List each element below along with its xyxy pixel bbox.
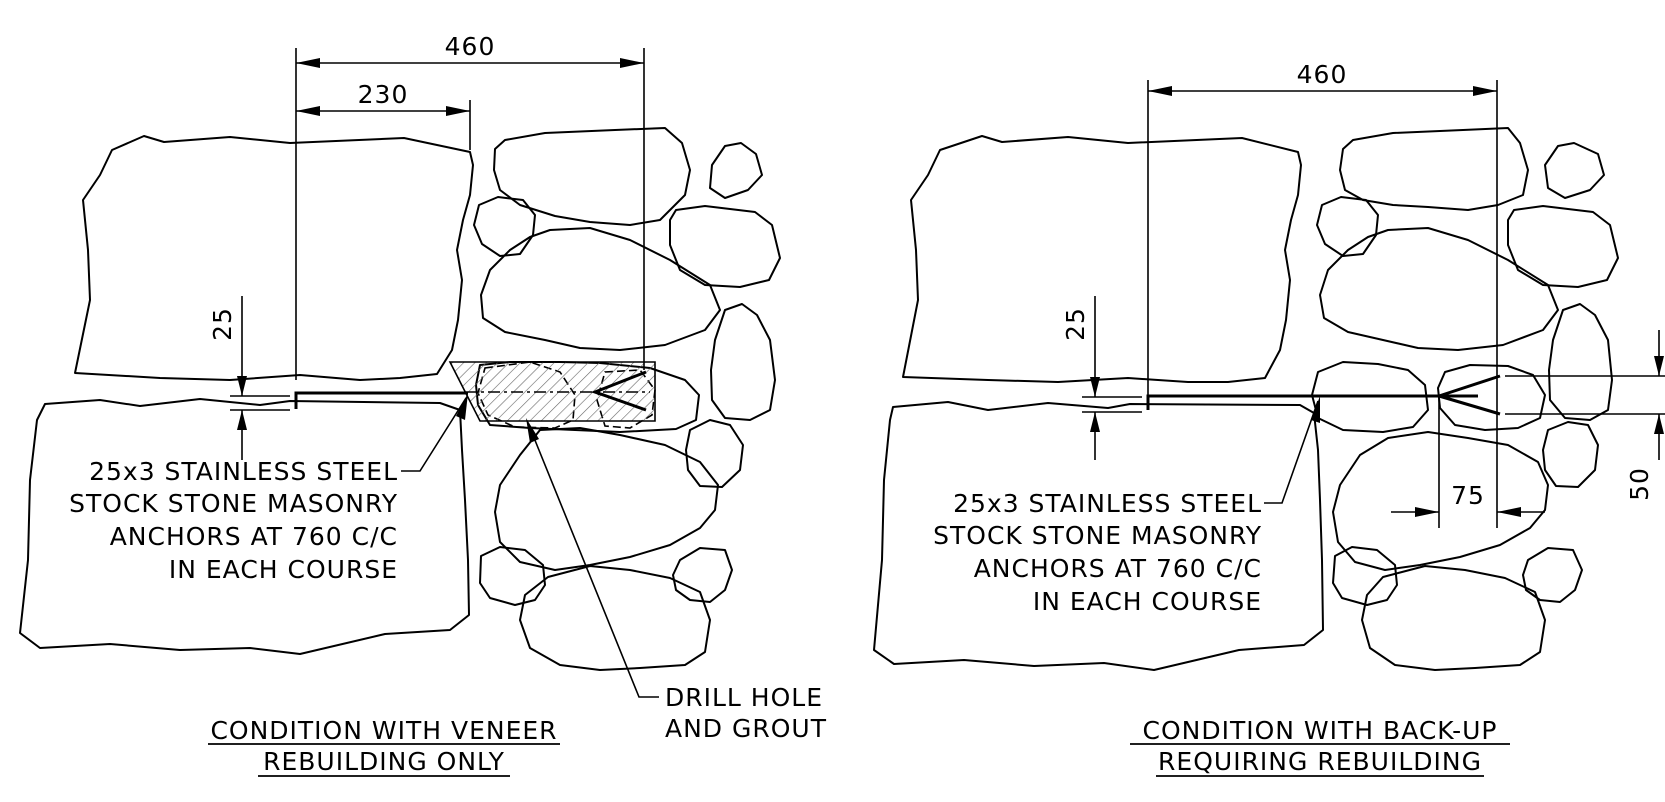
svg-text:25x3 STAINLESS STEEL: 25x3 STAINLESS STEEL	[953, 489, 1262, 518]
right-dim-25: 25	[1061, 296, 1142, 460]
left-anchor	[294, 370, 647, 412]
right-lower-large-stone	[873, 401, 1324, 671]
right-dim-50-label: 50	[1625, 467, 1654, 501]
svg-text:ANCHORS AT 760 C/C: ANCHORS AT 760 C/C	[110, 522, 398, 551]
left-back-stone	[480, 227, 721, 351]
svg-text:STOCK STONE MASONRY: STOCK STONE MASONRY	[69, 489, 398, 518]
svg-text:DRILL HOLE: DRILL HOLE	[665, 683, 823, 712]
left-dim-230-label: 230	[358, 80, 409, 109]
right-back-stone	[1339, 127, 1529, 211]
right-back-stone	[1507, 205, 1619, 288]
left-anchor-leader-arrow	[456, 393, 468, 420]
right-back-stone	[1361, 565, 1546, 671]
right-title-line-1: CONDITION WITH BACK-UP	[1143, 716, 1498, 745]
left-back-stone	[479, 546, 546, 606]
left-dim-25: 25	[208, 296, 290, 460]
right-title: CONDITION WITH BACK-UP REQUIRING REBUILD…	[1130, 716, 1510, 777]
left-stones	[19, 127, 781, 671]
right-upper-large-stone	[902, 135, 1302, 383]
left-drill-leader-arrow	[526, 418, 539, 443]
left-anchor-leader	[401, 397, 467, 472]
left-drill-leader	[527, 422, 659, 698]
right-detail: 460 25 75 50	[873, 60, 1665, 777]
right-anchor-leader	[1264, 400, 1319, 504]
right-back-stone	[1332, 431, 1549, 571]
left-back-stone	[519, 565, 711, 671]
svg-text:25x3 STAINLESS STEEL: 25x3 STAINLESS STEEL	[89, 457, 398, 486]
left-title-line-2: REBUILDING ONLY	[263, 747, 505, 776]
left-back-stone	[710, 303, 776, 421]
right-dim-460-label: 460	[1297, 60, 1348, 89]
left-back-stone	[493, 127, 691, 226]
right-anchor-leader-arrow	[1311, 396, 1320, 423]
right-back-stone	[1332, 546, 1398, 606]
left-anchor-note: 25x3 STAINLESS STEEL STOCK STONE MASONRY…	[69, 457, 398, 584]
left-back-stone	[672, 547, 733, 603]
right-anchor-note: 25x3 STAINLESS STEEL STOCK STONE MASONRY…	[933, 489, 1262, 616]
right-dim-50: 50	[1625, 330, 1664, 501]
left-upper-large-stone	[74, 135, 474, 381]
svg-text:STOCK STONE MASONRY: STOCK STONE MASONRY	[933, 521, 1262, 550]
svg-text:ANCHORS AT 760 C/C: ANCHORS AT 760 C/C	[974, 554, 1262, 583]
left-dim-230: 230	[296, 80, 470, 116]
right-dim-460: 460	[1148, 60, 1497, 96]
svg-text:IN EACH COURSE: IN EACH COURSE	[1033, 587, 1262, 616]
left-title-line-1: CONDITION WITH VENEER	[210, 716, 557, 745]
right-title-line-2: REQUIRING REBUILDING	[1158, 747, 1482, 776]
right-back-stone	[1548, 303, 1613, 421]
right-dim-75-label: 75	[1451, 481, 1485, 510]
right-dim-25-label: 25	[1061, 307, 1090, 341]
left-lower-large-stone	[19, 398, 470, 655]
right-back-stone	[1544, 142, 1605, 199]
svg-text:AND GROUT: AND GROUT	[665, 714, 827, 743]
left-back-stone	[494, 427, 719, 571]
left-back-stone	[685, 419, 744, 488]
left-back-stone	[473, 196, 536, 257]
left-back-stone	[709, 142, 763, 199]
left-back-stone	[669, 205, 781, 288]
left-drill-note: DRILL HOLE AND GROUT	[665, 683, 827, 743]
right-dim-75: 75	[1391, 481, 1545, 517]
left-detail: 460 230 25 25x3 STAINLESS STEEL STOCK S	[19, 32, 827, 777]
right-back-stone	[1319, 227, 1559, 351]
left-dim-460-label: 460	[445, 32, 496, 61]
right-back-stone	[1542, 421, 1599, 488]
left-title: CONDITION WITH VENEER REBUILDING ONLY	[208, 716, 560, 777]
left-dim-460: 460	[296, 32, 644, 68]
svg-text:IN EACH COURSE: IN EACH COURSE	[169, 555, 398, 584]
right-back-stone	[1522, 547, 1583, 603]
right-back-stone	[1316, 196, 1379, 257]
left-dim-25-label: 25	[208, 307, 237, 341]
